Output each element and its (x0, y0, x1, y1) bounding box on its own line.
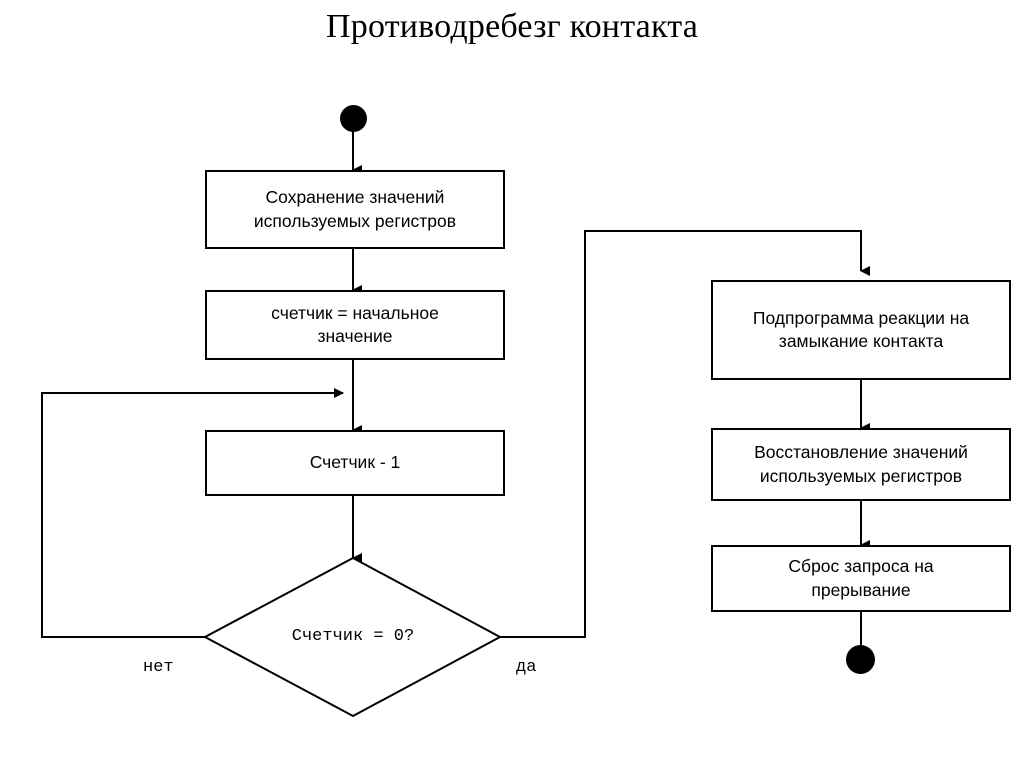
node-restore-registers: Восстановление значений используемых рег… (711, 428, 1011, 501)
branch-label-no: нет (143, 658, 174, 677)
edge-decision-yes (500, 230, 870, 638)
node-save-registers: Сохранение значений используемых регистр… (205, 170, 505, 249)
node-restore-registers-line2: используемых регистров (759, 465, 963, 486)
node-counter-decrement-line1: Счетчик - 1 (309, 452, 401, 473)
node-reset-request-line2: прерывание (811, 579, 911, 600)
node-subroutine: Подпрограмма реакции на замыкание контак… (711, 280, 1011, 380)
node-reset-request: Сброс запроса на прерывание (711, 545, 1011, 612)
end-terminator (846, 645, 875, 674)
node-restore-registers-line1: Восстановление значений (754, 442, 968, 463)
node-counter-init: счетчик = начальное значение (205, 290, 505, 360)
decision-diamond (202, 556, 503, 718)
node-reset-request-line1: Сброс запроса на (788, 556, 934, 577)
edge-decision-no-loop (41, 388, 344, 638)
decision-label: Счетчик = 0? (291, 627, 415, 646)
node-save-registers-line2: используемых регистров (253, 210, 457, 231)
node-counter-init-line2: значение (317, 326, 393, 346)
branch-label-yes: да (516, 658, 537, 677)
node-save-registers-line1: Сохранение значений (265, 187, 445, 208)
node-counter-decrement: Счетчик - 1 (205, 430, 505, 496)
start-terminator (340, 105, 367, 132)
node-subroutine-line1: Подпрограмма реакции на (752, 307, 970, 328)
page-title: Противодребезг контакта (325, 8, 698, 45)
node-counter-init-line1: счетчик = начальное (271, 302, 439, 323)
node-subroutine-line2: замыкание контакта (778, 331, 944, 351)
